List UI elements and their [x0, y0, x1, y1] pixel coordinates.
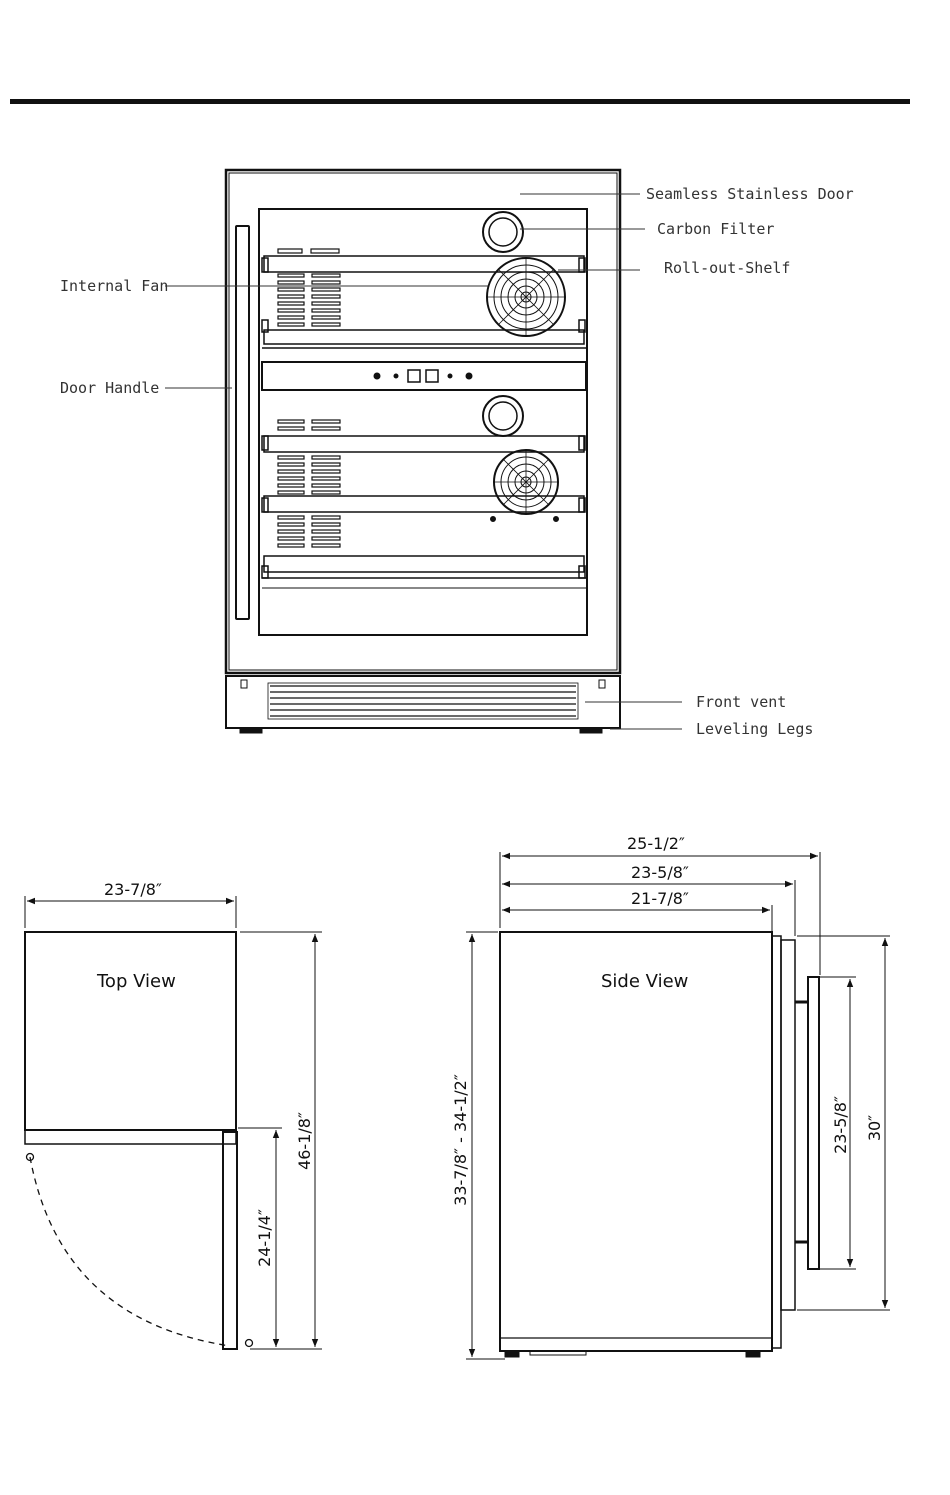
callouts [165, 194, 682, 729]
roll-out-shelf [264, 330, 584, 344]
leveling-leg [580, 728, 602, 733]
label-door-handle: Door Handle [60, 379, 159, 397]
control-panel [262, 362, 586, 390]
base-kick-plate [226, 676, 620, 728]
dim-top-width: 23-7/8″ [104, 880, 162, 899]
glass-window [259, 209, 587, 635]
top-view-title: Top View [96, 971, 176, 992]
header-rule [10, 99, 910, 104]
side-view [466, 852, 890, 1359]
door-frame [226, 170, 620, 673]
label-seamless-door: Seamless Stainless Door [646, 185, 854, 203]
top-view-body [25, 932, 236, 1130]
dim-side-depth-body: 21-7/8″ [631, 889, 689, 908]
dim-side-handle-length: 23-5/8″ [831, 1096, 850, 1154]
label-leveling-legs: Leveling Legs [696, 720, 813, 738]
roll-out-shelf [264, 556, 584, 572]
open-door [223, 1132, 237, 1349]
side-view-body [500, 932, 772, 1351]
front-view [226, 170, 620, 733]
front-vent-grille [268, 683, 578, 719]
dim-side-depth-door: 23-5/8″ [631, 863, 689, 882]
internal-fan-icon [491, 450, 559, 522]
side-door-handle [808, 977, 819, 1269]
top-view [25, 896, 322, 1349]
door-swing-arc [30, 1157, 230, 1346]
label-roll-out-shelf: Roll-out-Shelf [664, 259, 790, 277]
door-handle-bar [236, 226, 249, 619]
dim-side-height: 33-7/8″ - 34-1/2″ [451, 1074, 470, 1206]
label-internal-fan: Internal Fan [60, 277, 168, 295]
roll-out-shelf [264, 496, 584, 512]
roll-out-shelf [264, 436, 584, 452]
side-view-title: Side View [601, 971, 688, 992]
carbon-filter-icon [483, 212, 523, 252]
label-front-vent: Front vent [696, 693, 786, 711]
leveling-leg [240, 728, 262, 733]
carbon-filter-icon [483, 396, 523, 436]
label-carbon-filter: Carbon Filter [657, 220, 774, 238]
rear-wall-vents [278, 249, 340, 547]
dim-side-door-height: 30″ [865, 1115, 884, 1141]
internal-fan-icon [487, 258, 565, 336]
dim-top-depth-open: 46-1/8″ [295, 1112, 314, 1170]
dim-side-depth-handle: 25-1/2″ [627, 834, 685, 853]
dim-top-depth-body: 24-1/4″ [255, 1209, 274, 1267]
